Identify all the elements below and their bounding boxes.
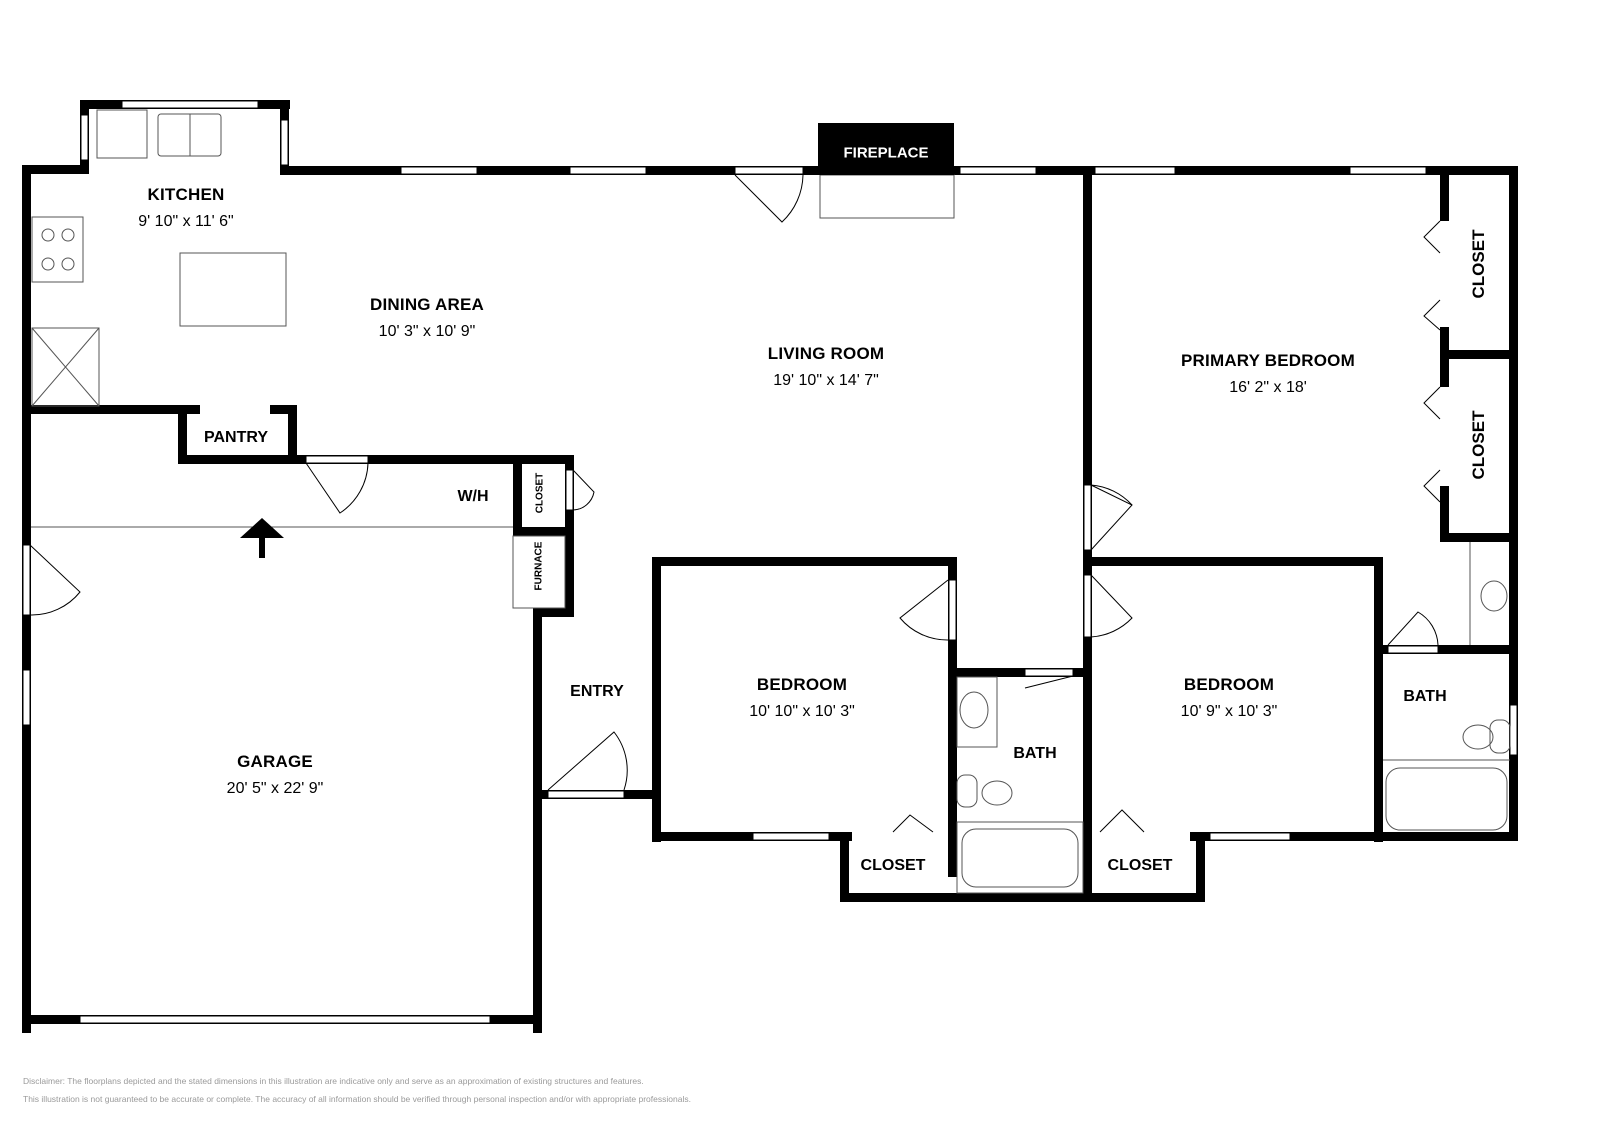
bedroom-1-label: BEDROOM 10' 10" x 10' 3" <box>749 675 855 721</box>
dining-area-label: DINING AREA 10' 3" x 10' 9" <box>370 295 484 341</box>
room-dimensions: 19' 10" x 14' 7" <box>773 372 879 389</box>
room-dimensions: 20' 5" x 22' 9" <box>226 780 324 797</box>
room-name: LIVING ROOM <box>767 344 885 363</box>
fireplace-block <box>818 123 954 175</box>
pantry-label: PANTRY <box>204 429 268 446</box>
entry-label: ENTRY <box>570 683 624 700</box>
furnace-label: FURNACE <box>533 541 545 591</box>
room-name: PRIMARY BEDROOM <box>1181 351 1355 370</box>
room-name: DINING AREA <box>370 295 484 314</box>
room-name: BEDROOM <box>1183 675 1275 694</box>
room-name: KITCHEN <box>147 185 225 204</box>
walls <box>22 100 1518 1033</box>
bedroom-2-label: BEDROOM 10' 9" x 10' 3" <box>1181 675 1278 721</box>
fixtures <box>31 109 1511 894</box>
room-dimensions: 10' 10" x 10' 3" <box>749 703 855 720</box>
room-name: GARAGE <box>237 752 313 771</box>
hall-bath-label: BATH <box>1013 745 1057 762</box>
fireplace-label: FIREPLACE <box>843 144 929 162</box>
bedroom-2-closet-label: CLOSET <box>1107 857 1173 874</box>
primary-bath-label: BATH <box>1403 688 1447 705</box>
kitchen-label: KITCHEN 9' 10" x 11' 6" <box>138 185 233 231</box>
bedroom-1-closet-label: CLOSET <box>860 857 926 874</box>
primary-closet-2-label: CLOSET <box>1469 410 1488 480</box>
door-swings <box>29 174 1441 833</box>
windows <box>22 100 1518 1024</box>
closet-small-label: CLOSET <box>534 472 546 514</box>
disclaimer-line-1: Disclaimer: The floorplans depicted and … <box>23 1076 644 1086</box>
room-dimensions: 16' 2" x 18' <box>1229 379 1307 396</box>
room-name: BEDROOM <box>756 675 848 694</box>
garage-entry-arrow-icon <box>240 518 284 558</box>
primary-bedroom-label: PRIMARY BEDROOM 16' 2" x 18' <box>1181 351 1355 397</box>
primary-closet-1-label: CLOSET <box>1469 229 1488 299</box>
garage-label: GARAGE 20' 5" x 22' 9" <box>227 752 324 798</box>
room-dimensions: 10' 3" x 10' 9" <box>378 323 476 340</box>
disclaimer-line-2: This illustration is not guaranteed to b… <box>23 1094 691 1104</box>
living-room-label: LIVING ROOM 19' 10" x 14' 7" <box>768 344 884 390</box>
room-dimensions: 9' 10" x 11' 6" <box>138 213 234 230</box>
room-dimensions: 10' 9" x 10' 3" <box>1180 703 1278 720</box>
water-heater-label: W/H <box>457 488 489 505</box>
